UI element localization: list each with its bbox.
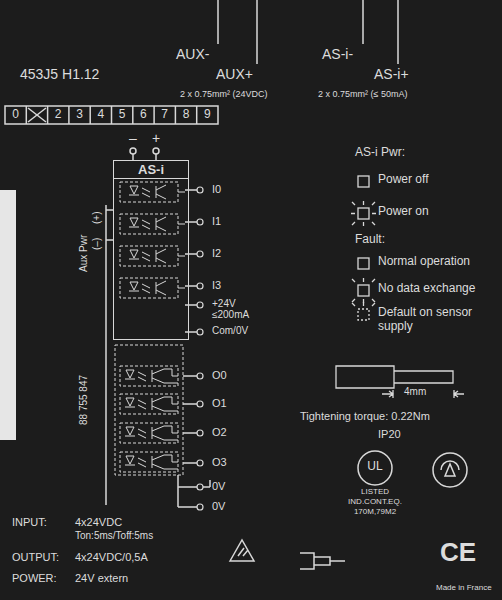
label: AUX+: [216, 66, 253, 82]
label: 4x24VDC: [75, 516, 122, 529]
label: O0: [212, 369, 227, 382]
label: 8: [183, 108, 190, 122]
approval-marks: [358, 451, 467, 487]
label: IP20: [378, 428, 401, 441]
wires: [5, 0, 398, 507]
label: 9: [204, 108, 211, 122]
label: 2 x 0.75mm² (≤ 50mA): [318, 89, 407, 99]
label: CE: [440, 538, 476, 568]
label: Made in France: [436, 583, 492, 592]
label: Com/0V: [212, 325, 248, 337]
label: O3: [212, 456, 227, 469]
label: 5: [119, 108, 126, 122]
rotated-label: (+): [91, 212, 103, 225]
label: AS-i+: [374, 66, 409, 82]
label: 2 x 0.75mm² (24VDC): [180, 89, 268, 99]
label: 0V: [212, 480, 225, 493]
label: 7: [161, 108, 168, 122]
legend-samples: [351, 176, 376, 320]
label: O1: [212, 397, 227, 410]
label: O2: [212, 426, 227, 439]
label: AS-i Pwr:: [355, 146, 405, 160]
label: +24V: [212, 298, 236, 310]
label: Ton:5ms/Toff:5ms: [75, 530, 153, 542]
label: POWER:: [12, 572, 57, 585]
legend-text: Power on: [378, 205, 498, 219]
label: 0V: [212, 500, 225, 513]
rotated-label: Aux Pwr: [78, 235, 90, 272]
label: 6: [140, 108, 147, 122]
label: 170M,79M2: [354, 507, 396, 516]
label: 0: [12, 108, 19, 122]
module-box: AS-i: [113, 160, 189, 340]
label: Tightening torque: 0.22Nm: [300, 410, 430, 423]
label: ≤200mA: [212, 309, 249, 321]
label: I3: [212, 279, 221, 292]
label: 4x24VDC/0,5A: [75, 551, 148, 564]
label: 453J5 H1.12: [20, 66, 99, 82]
legend-text: No data exchange: [378, 282, 498, 296]
legend-text: Normal operation: [378, 255, 498, 269]
legend-text: Power off: [378, 173, 498, 187]
label: –: [129, 130, 137, 146]
label: 24V extern: [75, 572, 128, 585]
rotated-label: (–): [91, 238, 103, 250]
label: I0: [212, 183, 221, 196]
label: 4mm: [404, 386, 426, 398]
label: I2: [212, 247, 221, 260]
label: OUTPUT:: [12, 551, 59, 564]
label: 3: [76, 108, 83, 122]
legend-text: Default on sensor supply: [378, 306, 498, 334]
label: 4: [97, 108, 104, 122]
rotated-label: 88 755 847: [78, 375, 90, 425]
label: AUX-: [176, 46, 209, 62]
label: +: [152, 130, 160, 146]
label: Fault:: [355, 233, 385, 247]
label: 2: [55, 108, 62, 122]
label: INPUT:: [12, 516, 47, 529]
label: I1: [212, 215, 221, 228]
label: AS-i-: [322, 46, 353, 62]
symbols: [230, 540, 345, 569]
photo-background: [0, 190, 16, 440]
module-title: AS-i: [114, 161, 188, 179]
label: LISTED: [361, 487, 389, 496]
terminals: [197, 187, 203, 510]
label: UL: [367, 460, 382, 474]
ferrule-drawing: [336, 366, 464, 398]
label: IND.CONT.EQ.: [348, 497, 402, 506]
optocouplers: [115, 182, 185, 475]
